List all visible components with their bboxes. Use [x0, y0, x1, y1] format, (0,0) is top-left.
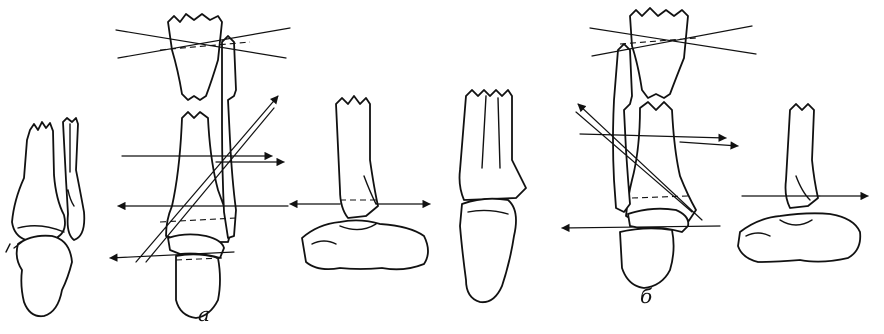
fibula-b1 [613, 44, 632, 212]
panel-label-b: б [640, 286, 652, 306]
group-a [6, 14, 430, 318]
calcaneus-b1 [620, 228, 674, 288]
ankle-ap-view-b1 [562, 8, 756, 288]
tibia-lateral-b2 [786, 104, 819, 208]
tibia-proximal-fragment-b1 [630, 8, 688, 98]
foot-lateral-b2 [738, 213, 860, 262]
ankle-lateral-view-a3 [290, 96, 430, 269]
panel-label-a: а [198, 304, 210, 324]
ankle-mortise-view-a4 [460, 90, 527, 302]
ankle-ap-view-a2 [110, 14, 290, 318]
tibia-fibula-a4 [460, 90, 527, 200]
foot-lateral-a3 [302, 220, 428, 269]
group-b [562, 8, 868, 288]
ankle-lateral-view-b2 [738, 104, 868, 262]
fibula-a2 [222, 36, 236, 238]
fibula-a1 [63, 118, 84, 240]
tibia-proximal-fragment-a2 [168, 14, 222, 100]
tibia-shaft-a1 [12, 122, 65, 240]
ankle-ap-view-a1 [6, 118, 84, 316]
talus-calcaneus-a1 [17, 236, 72, 317]
